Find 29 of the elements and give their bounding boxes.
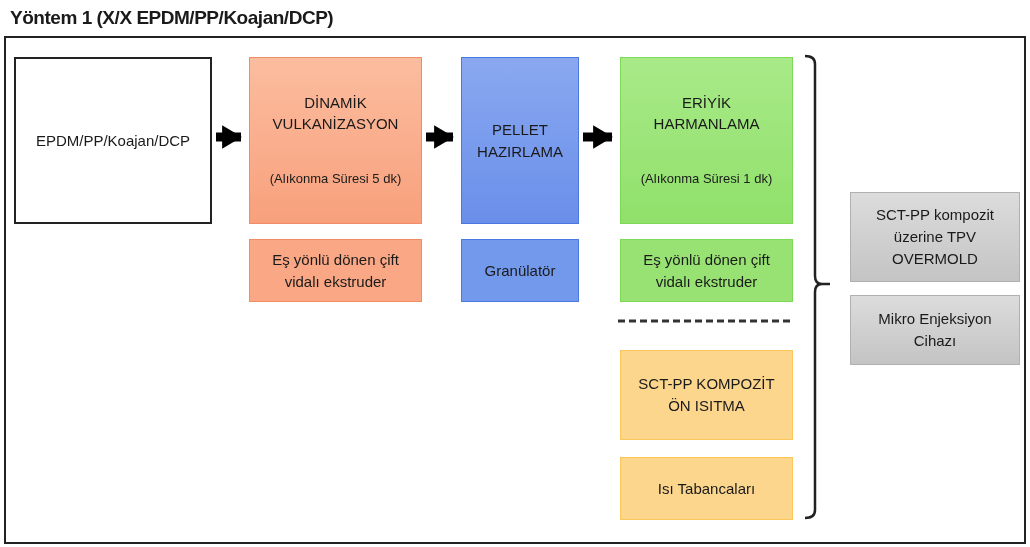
block-arrow <box>583 125 613 149</box>
node-text: DİNAMİK VULKANİZASYON <box>271 92 400 135</box>
process-box <box>249 57 422 224</box>
block-arrow <box>426 125 454 149</box>
node-text: Mikro Enjeksiyon Cihazı <box>877 309 993 351</box>
equipment-box <box>850 295 1020 365</box>
node-text: ERİYİK HARMANLAMA <box>652 92 761 135</box>
node-text: Eş yönlü dönen çift vidalı ekstruder <box>642 249 771 292</box>
process-box <box>461 57 579 224</box>
node-text: SCT-PP KOMPOZİT ÖN ISITMA <box>637 374 776 416</box>
node-text: Granülatör <box>484 260 556 281</box>
equipment-box <box>620 239 793 302</box>
equipment-box <box>620 457 793 520</box>
process-box <box>620 350 793 440</box>
equipment-box <box>249 239 422 302</box>
node-text: Isı Tabancaları <box>657 478 756 499</box>
process-box <box>620 57 793 224</box>
input-box <box>14 57 212 224</box>
equipment-box <box>461 239 579 302</box>
block-arrow <box>216 125 242 149</box>
diagram-title: Yöntem 1 (X/X EPDM/PP/Koajan/DCP) <box>10 6 334 30</box>
frame-box <box>4 36 1026 544</box>
node-text: PELLET HAZIRLAMA <box>476 119 564 162</box>
residence-time-note: (Alıkonma Süresi 1 dk) <box>640 170 773 189</box>
residence-time-note: (Alıkonma Süresi 5 dk) <box>269 170 402 189</box>
node-text: Eş yönlü dönen çift vidalı ekstruder <box>271 249 400 292</box>
node-text: SCT-PP kompozit üzerine TPV OVERMOLD <box>874 205 996 269</box>
process-box <box>850 192 1020 282</box>
node-text: EPDM/PP/Koajan/DCP <box>35 130 191 151</box>
